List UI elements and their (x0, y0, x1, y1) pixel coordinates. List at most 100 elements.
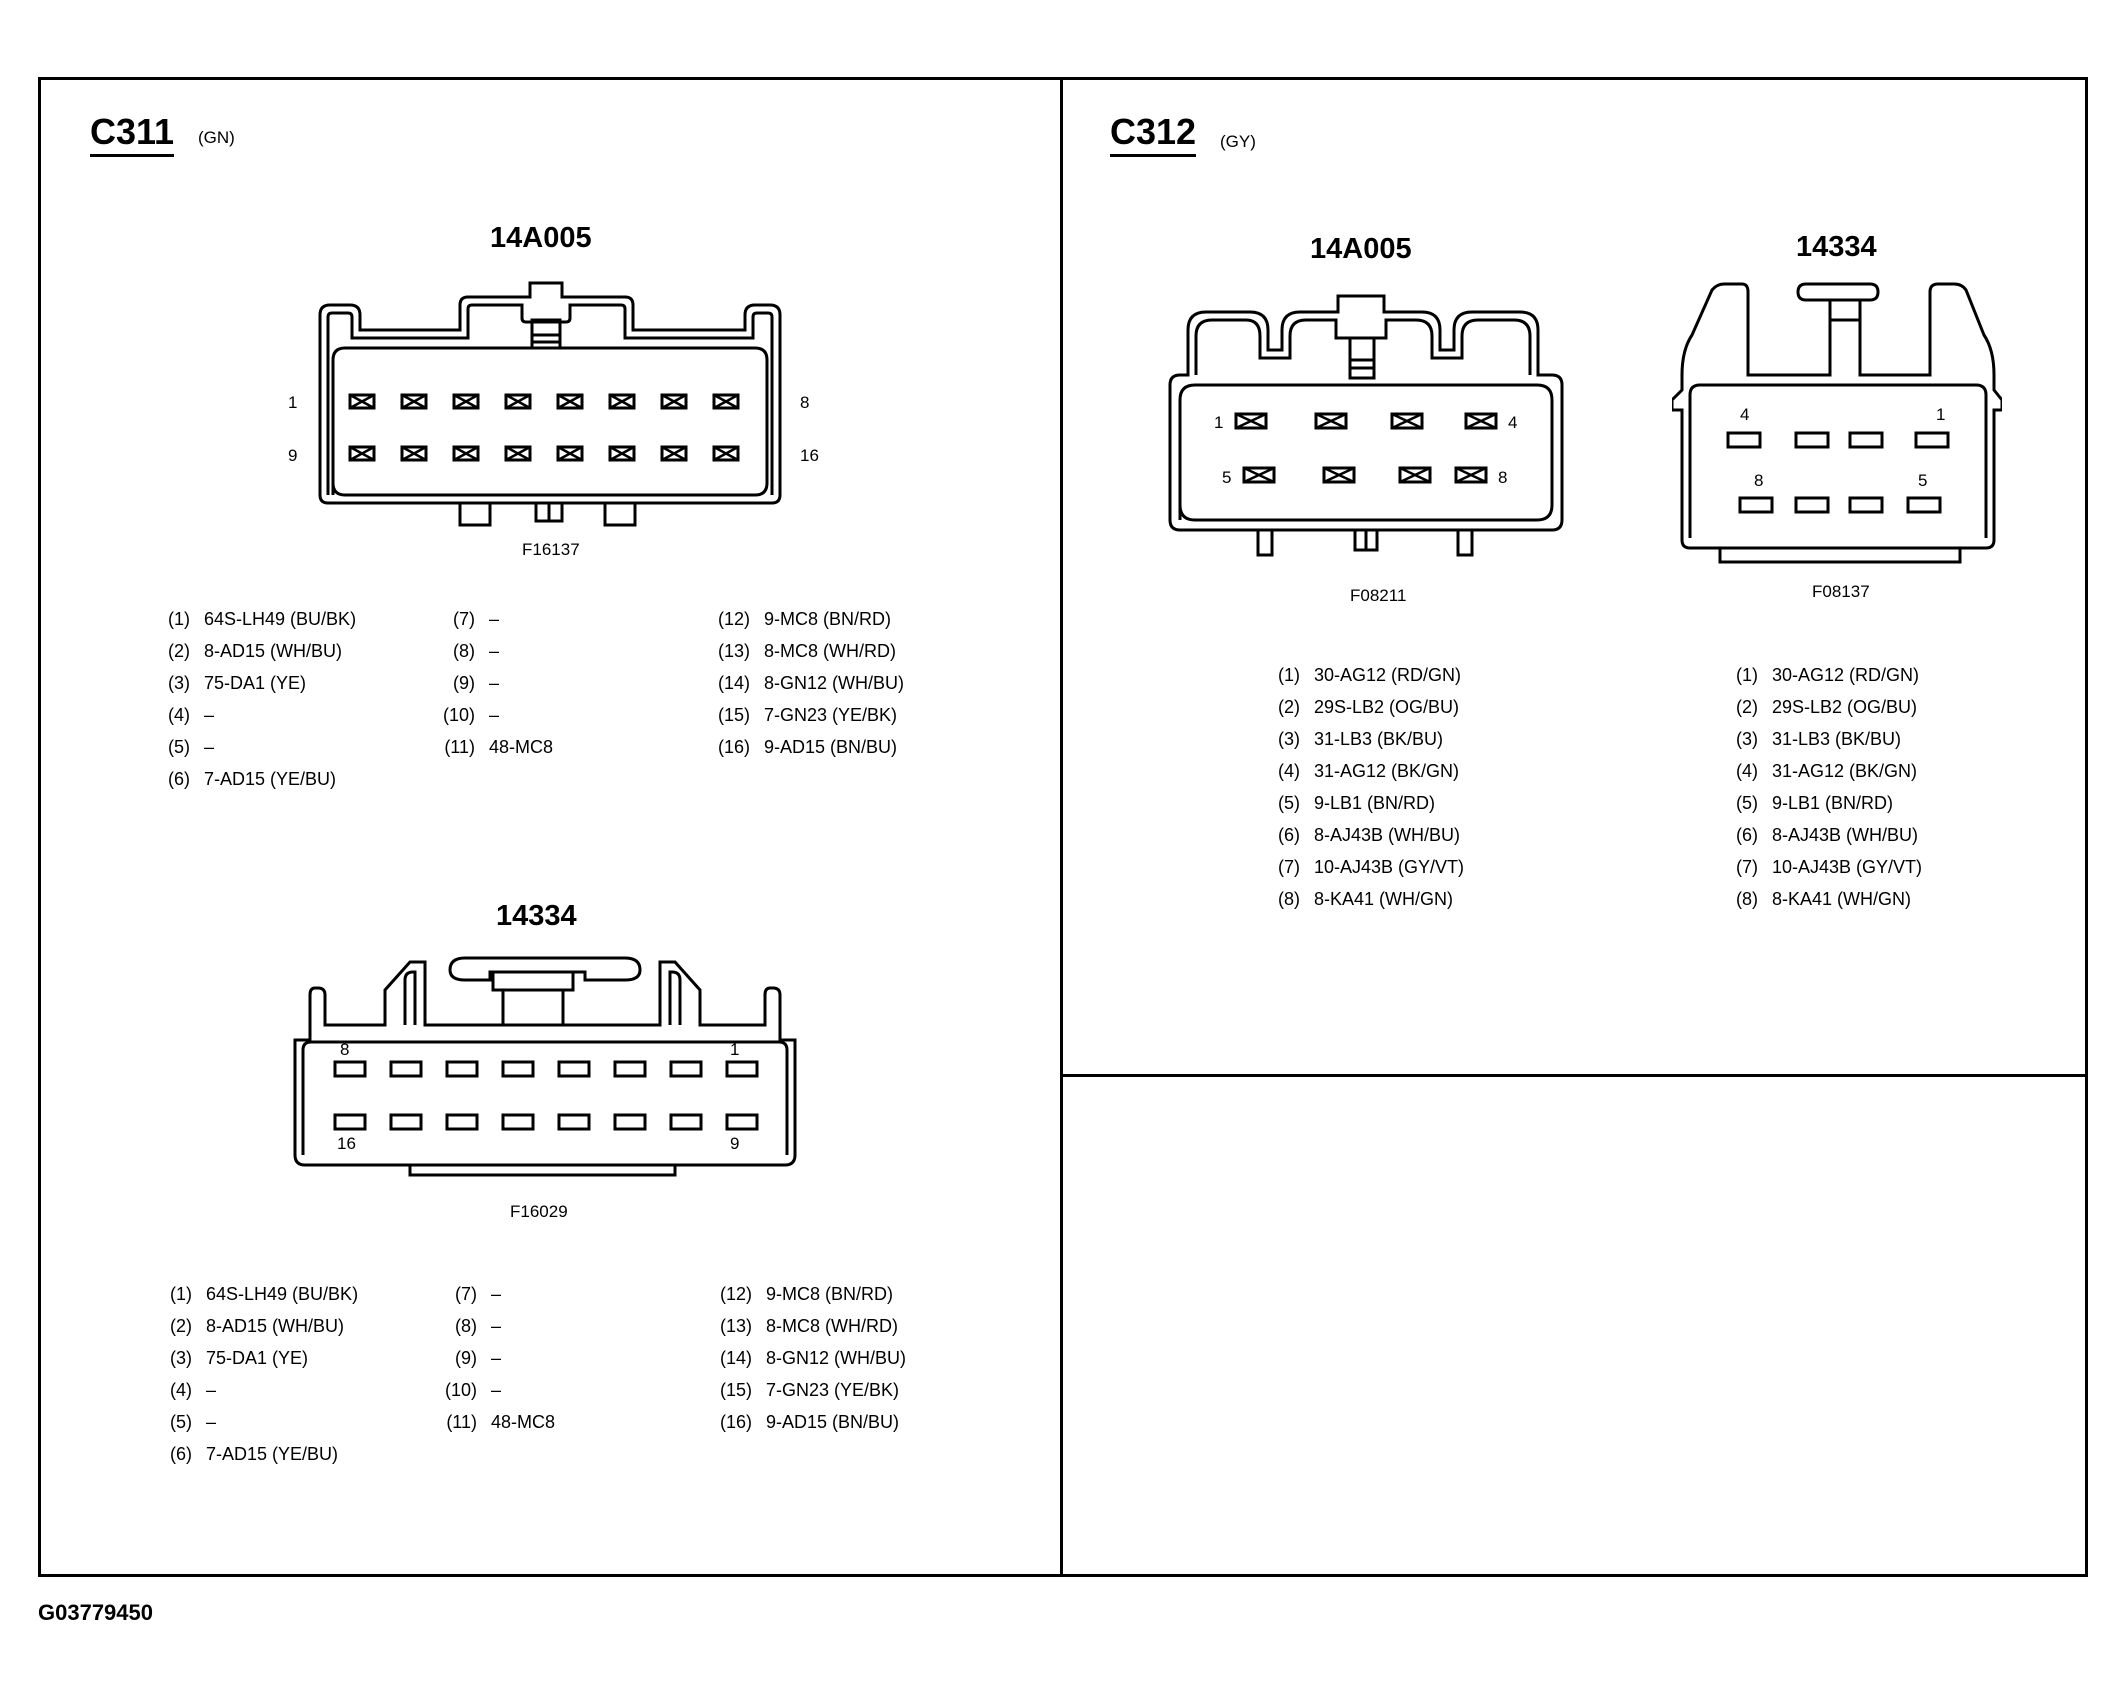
pin-row: (14) 8-GN12 (WH/BU) (710, 667, 1030, 699)
c311-bottom-pin-label-tl: 8 (340, 1040, 350, 1059)
pin-cavity (348, 445, 376, 462)
pin-number: (9) (453, 673, 475, 693)
pin-row: (9)– (437, 1342, 697, 1374)
pin-row: (16) 9-AD15 (BN/BU) (710, 731, 1030, 763)
pin-number: (15) (719, 1380, 752, 1400)
pin-circuit: – (491, 1380, 502, 1400)
pin-row: (3)75-DA1 (YE) (150, 667, 420, 699)
pin-row: (7)– (437, 1278, 697, 1310)
c312-right-pin-label-tl: 4 (1740, 405, 1750, 424)
pin-circuit: 7-GN23 (YE/BK) (764, 705, 898, 725)
pin-number: (2) (1278, 697, 1300, 717)
pin-cavity (501, 1113, 535, 1131)
c312-right-col: (1)30-AG12 (RD/GN)(2)29S-LB2 (OG/BU)(3)3… (1718, 659, 2058, 915)
pin-number: (3) (1736, 729, 1758, 749)
pin-circuit: 10-AJ43B (GY/VT) (1772, 857, 1923, 877)
pin-circuit: 8-AD15 (WH/BU) (206, 1316, 345, 1336)
pin-number: (13) (717, 641, 750, 661)
pin-number: (5) (1736, 793, 1758, 813)
pin-circuit: – (489, 673, 500, 693)
pin-row: (12)9-MC8 (BN/RD) (712, 1278, 1032, 1310)
pin-cavity (1242, 466, 1276, 484)
pin-number: (1) (1278, 665, 1300, 685)
c311-top-col-2: (7)–(8)–(9)–(10)–(11)48-MC8 (435, 603, 695, 763)
pin-row: (1)30-AG12 (RD/GN) (1260, 659, 1600, 691)
c311-top-col-3: (12)9-MC8 (BN/RD)(13)8-MC8 (WH/RD)(14)8-… (710, 603, 1030, 763)
c312-right-pin-label-br: 5 (1918, 471, 1928, 490)
c311-bottom-part-number: 14334 (496, 900, 577, 932)
pin-cavity (1314, 412, 1348, 430)
pin-row: (5)– (150, 731, 420, 763)
pin-cavity (1322, 466, 1356, 484)
pin-circuit: 31-AG12 (BK/GN) (1314, 761, 1460, 781)
pin-number: (12) (719, 1284, 752, 1304)
c311-14334-connector-face (293, 956, 797, 1177)
pin-row: (3)75-DA1 (YE) (152, 1342, 422, 1374)
c311-top-pin-label-tr: 8 (800, 393, 810, 412)
pin-number: (14) (717, 673, 750, 693)
pin-circuit: 48-MC8 (491, 1412, 556, 1432)
pin-number: (8) (455, 1316, 477, 1336)
pin-row: (1)64S-LH49 (BU/BK) (152, 1278, 422, 1310)
pin-number: (6) (1278, 825, 1300, 845)
c311-connector-id: C311 (90, 112, 175, 157)
pin-circuit: 64S-LH49 (BU/BK) (206, 1284, 359, 1304)
c312-right-pin-table: (1)30-AG12 (RD/GN)(2)29S-LB2 (OG/BU)(3)3… (1718, 659, 2058, 915)
pin-cavity (348, 393, 376, 410)
pin-circuit: 8-GN12 (WH/BU) (764, 673, 905, 693)
pin-number: (5) (1278, 793, 1300, 813)
pin-cavity (613, 1060, 647, 1078)
c311-bottom-pin-label-tr: 1 (730, 1040, 740, 1059)
pin-cavity (1234, 412, 1268, 430)
pin-row: (3)31-LB3 (BK/BU) (1260, 723, 1600, 755)
pin-circuit: 75-DA1 (YE) (206, 1348, 309, 1368)
pin-number: (7) (453, 609, 475, 629)
pin-number: (10) (444, 1380, 477, 1400)
c312-right-pin-label-bl: 8 (1754, 471, 1764, 490)
pin-circuit: 8-KA41 (WH/GN) (1772, 889, 1912, 909)
vertical-divider (1060, 77, 1063, 1577)
pin-number: (2) (168, 641, 190, 661)
pin-cavity (1906, 496, 1942, 514)
pin-row: (14)8-GN12 (WH/BU) (712, 1342, 1032, 1374)
pin-circuit: 29S-LB2 (OG/BU) (1772, 697, 1918, 717)
pin-number: (5) (168, 737, 190, 757)
c312-14a005-connector-face (1168, 294, 1564, 557)
pin-cavity (669, 1060, 703, 1078)
c311-bottom-col-3: (12)9-MC8 (BN/RD)(13)8-MC8 (WH/RD)(14)8-… (712, 1278, 1032, 1438)
pin-cavity (712, 393, 740, 410)
pin-cavity (445, 1113, 479, 1131)
pin-number: (2) (170, 1316, 192, 1336)
pin-row: (13)8-MC8 (WH/RD) (712, 1310, 1032, 1342)
pin-row: (4)– (150, 699, 420, 731)
pin-row: (6) 7-AD15 (YE/BU) (150, 763, 420, 795)
pin-circuit: – (206, 1412, 217, 1432)
c312-left-pin-label-bl: 5 (1222, 468, 1232, 487)
pin-circuit: 8-AD15 (WH/BU) (204, 641, 343, 661)
pin-number: (6) (168, 769, 190, 789)
pin-circuit: 7-AD15 (YE/BU) (204, 769, 337, 789)
pin-circuit: – (204, 705, 215, 725)
pin-cavity (669, 1113, 703, 1131)
pin-cavity (1738, 496, 1774, 514)
c311-bottom-col-1: (1)64S-LH49 (BU/BK) (2) 8-AD15 (WH/BU) (3)7… (152, 1278, 422, 1470)
pin-circuit: 10-AJ43B (GY/VT) (1314, 857, 1465, 877)
c312-left-figure-id: F08211 (1350, 586, 1407, 605)
c312-connector-id: C312 (1110, 112, 1197, 157)
pin-row: (6)7-AD15 (YE/BU) (152, 1438, 422, 1470)
pin-cavity (504, 393, 532, 410)
pin-circuit: 9-AD15 (BN/BU) (764, 737, 898, 757)
pin-cavity (1726, 431, 1762, 449)
pin-cavity (608, 393, 636, 410)
c312-left-pin-table: (1)30-AG12 (RD/GN)(2)29S-LB2 (OG/BU)(3)3… (1260, 659, 1600, 915)
pin-number: (16) (717, 737, 750, 757)
c311-top-pin-label-br: 16 (800, 446, 819, 465)
pin-cavity (712, 445, 740, 462)
pin-number: (7) (1278, 857, 1300, 877)
c312-left-pin-label-tr: 4 (1508, 413, 1518, 432)
pin-number: (11) (444, 737, 475, 757)
pin-cavity (333, 1113, 367, 1131)
pin-row: (12)9-MC8 (BN/RD) (710, 603, 1030, 635)
c311-top-col-1: (1)64S-LH49 (BU/BK)(2)8-AD15 (WH/BU)(3)7… (150, 603, 420, 795)
pin-cavity (556, 445, 584, 462)
